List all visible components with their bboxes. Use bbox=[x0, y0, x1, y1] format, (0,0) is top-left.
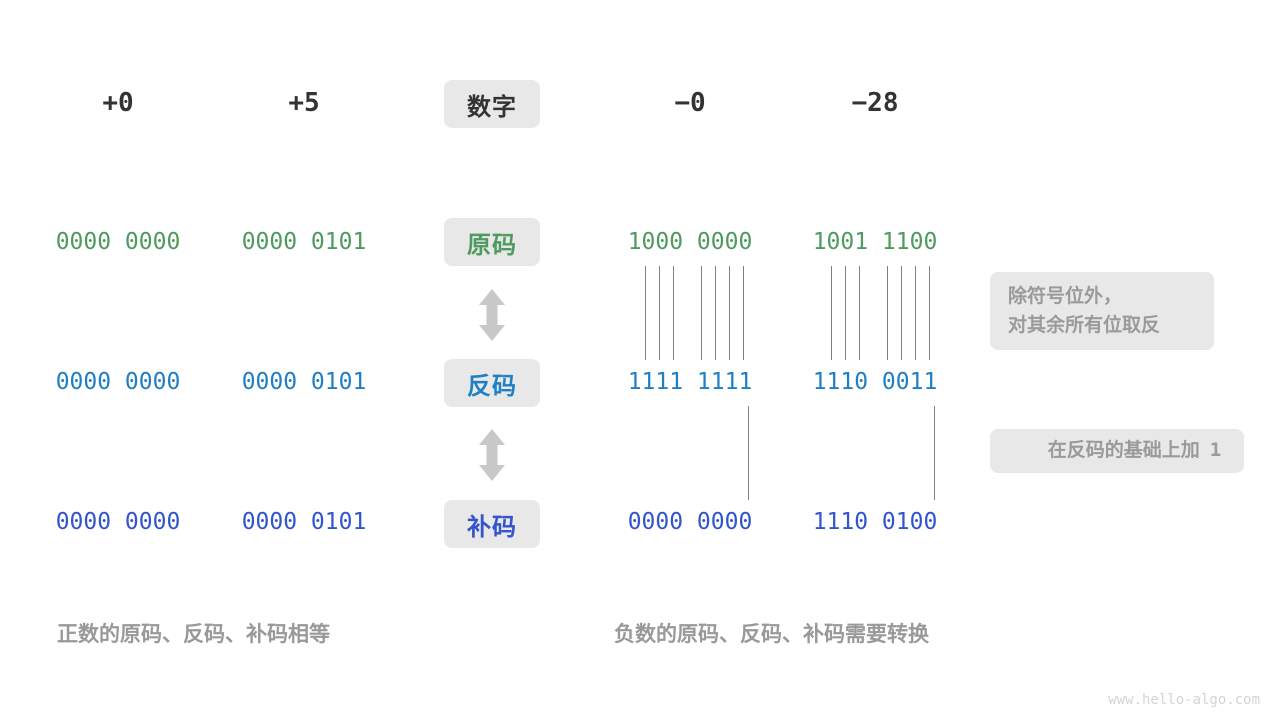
note-add-one-value: 1 bbox=[1209, 439, 1222, 462]
note-invert-line-1: 除符号位外， bbox=[1008, 284, 1123, 307]
connector-line-minus-zero-bit8 bbox=[743, 266, 744, 360]
connector-line-minus-zero-bit2 bbox=[645, 266, 646, 360]
connector-line-minus-28-bit8 bbox=[929, 266, 930, 360]
note-add-one-text: 在反码的基础上加 1 bbox=[1008, 407, 1226, 495]
column-header-minus-zero: −0 bbox=[674, 88, 706, 118]
bits-true-form-minus-zero: 1000 0000 bbox=[627, 229, 753, 255]
arrow-ones-to-twos-icon bbox=[476, 428, 508, 486]
arrow-true-to-ones-icon bbox=[476, 288, 508, 346]
note-add-one: 在反码的基础上加 1 bbox=[990, 429, 1244, 473]
connector-line-minus-zero-bit3 bbox=[659, 266, 660, 360]
connector-line-minus-28-bit6 bbox=[901, 266, 902, 360]
header-chip-number: 数字 bbox=[444, 80, 540, 128]
bits-twos-complement-plus-zero: 0000 0000 bbox=[55, 509, 181, 535]
watermark: www.hello-algo.com bbox=[1108, 692, 1260, 708]
bits-twos-complement-plus-five: 0000 0101 bbox=[241, 509, 367, 535]
connector-line-minus-28-bit7 bbox=[915, 266, 916, 360]
bits-ones-complement-plus-five: 0000 0101 bbox=[241, 369, 367, 395]
column-header-plus-zero: +0 bbox=[102, 88, 134, 118]
column-header-minus-28: −28 bbox=[851, 88, 899, 118]
connector-line-minus-28-bit4 bbox=[859, 266, 860, 360]
carry-line-minus-28-lsb bbox=[934, 406, 935, 500]
carry-line-minus-zero-lsb bbox=[748, 406, 749, 500]
row-chip-true-form: 原码 bbox=[444, 218, 540, 266]
connector-line-minus-28-bit2 bbox=[831, 266, 832, 360]
connector-line-minus-zero-bit4 bbox=[673, 266, 674, 360]
row-chip-twos-complement: 补码 bbox=[444, 500, 540, 548]
caption-negative: 负数的原码、反码、补码需要转换 bbox=[614, 622, 929, 646]
bits-ones-complement-plus-zero: 0000 0000 bbox=[55, 369, 181, 395]
connector-line-minus-28-bit5 bbox=[887, 266, 888, 360]
connector-line-minus-zero-bit6 bbox=[715, 266, 716, 360]
caption-positive: 正数的原码、反码、补码相等 bbox=[57, 622, 330, 646]
connector-line-minus-zero-bit5 bbox=[701, 266, 702, 360]
note-invert-bits: 除符号位外， 对其余所有位取反 bbox=[990, 272, 1214, 350]
connector-line-minus-zero-bit7 bbox=[729, 266, 730, 360]
bits-ones-complement-minus-28: 1110 0011 bbox=[812, 369, 938, 395]
bits-true-form-plus-zero: 0000 0000 bbox=[55, 229, 181, 255]
row-chip-ones-complement: 反码 bbox=[444, 359, 540, 407]
connector-line-minus-28-bit3 bbox=[845, 266, 846, 360]
note-add-one-label: 在反码的基础上加 bbox=[1047, 439, 1200, 462]
bits-true-form-minus-28: 1001 1100 bbox=[812, 229, 938, 255]
bits-true-form-plus-five: 0000 0101 bbox=[241, 229, 367, 255]
note-invert-line-2: 对其余所有位取反 bbox=[1008, 314, 1161, 336]
bits-twos-complement-minus-28: 1110 0100 bbox=[812, 509, 938, 535]
bits-ones-complement-minus-zero: 1111 1111 bbox=[627, 369, 753, 395]
bits-twos-complement-minus-zero: 0000 0000 bbox=[627, 509, 753, 535]
column-header-plus-five: +5 bbox=[288, 88, 320, 118]
